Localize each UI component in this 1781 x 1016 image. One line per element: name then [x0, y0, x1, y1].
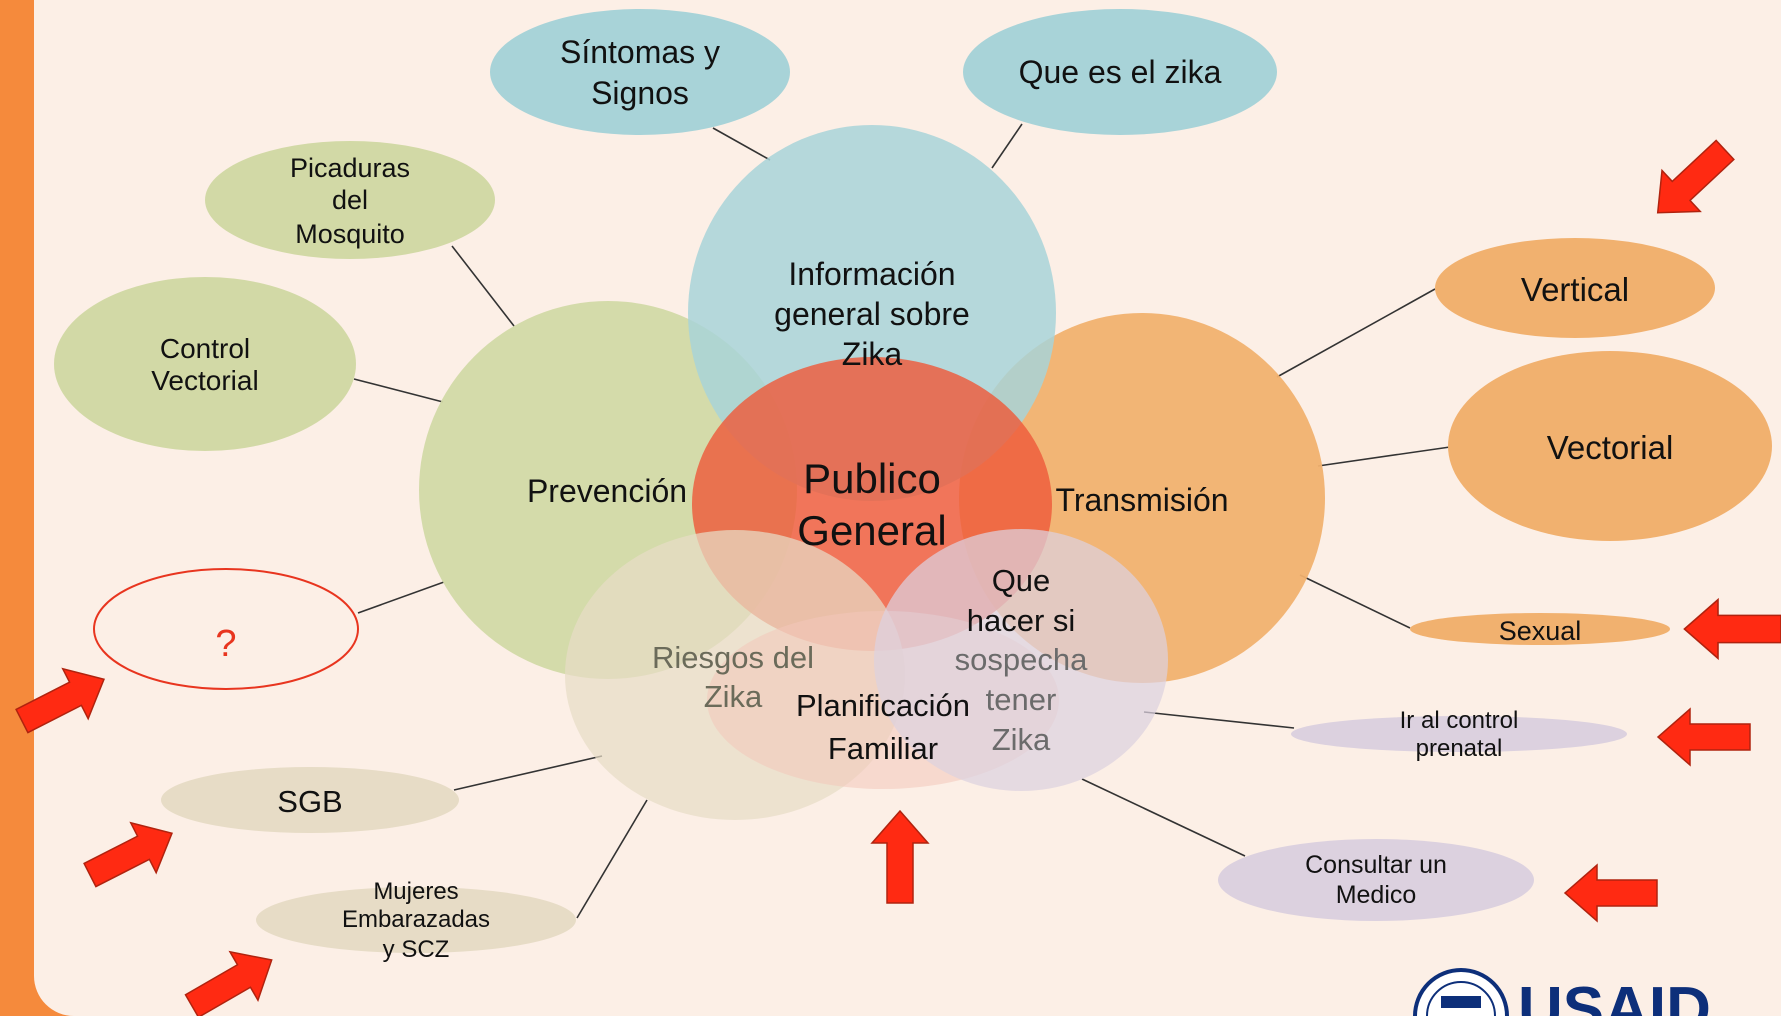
- arrow-planificacion-icon: [871, 810, 929, 904]
- usaid-wordmark: USAID: [1518, 975, 1711, 1016]
- usaid-logo: USAID: [1413, 968, 1711, 1016]
- arrow-sexual-icon: [1683, 598, 1781, 660]
- informacion-line3: Zika: [842, 336, 903, 372]
- arrow-sgb-icon: [76, 807, 186, 901]
- sintomas-line2: Signos: [591, 75, 689, 111]
- consultar-line2: Medico: [1336, 881, 1417, 909]
- mujeres-line1: Mujeres: [373, 878, 458, 905]
- sintomas-line1: Síntomas y: [560, 34, 720, 70]
- usaid-seal-icon: [1413, 968, 1509, 1016]
- line-control-vectorial: [353, 378, 444, 403]
- line-unknown: [357, 581, 445, 614]
- mujeres-line3: y SCZ: [383, 936, 450, 963]
- informacion-line1: Información: [788, 256, 955, 292]
- arrow-mujeres-icon: [177, 935, 287, 1016]
- que-es-label: Que es el zika: [1019, 54, 1222, 90]
- transmision-label: Transmisión: [1055, 482, 1228, 518]
- prevencion-label: Prevención: [527, 473, 687, 509]
- sgb-label: SGB: [277, 784, 342, 819]
- node-sintomas: [490, 9, 790, 135]
- arrow-consultar-icon: [1564, 864, 1658, 922]
- vectorial-label: Vectorial: [1547, 429, 1674, 466]
- que-hacer-line4: tener: [986, 682, 1057, 717]
- planificacion-line2: Familiar: [828, 731, 938, 766]
- control-vectorial-line2: Vectorial: [151, 365, 258, 396]
- informacion-line2: general sobre: [774, 296, 970, 332]
- node-vectorial: [1448, 351, 1772, 541]
- line-sgb: [453, 755, 603, 791]
- arrow-vertical-icon: [1637, 128, 1745, 234]
- picaduras-line1: Picaduras: [290, 153, 410, 183]
- arrow-unknown-icon: [8, 653, 118, 747]
- arrow-control-prenatal-icon: [1657, 708, 1751, 766]
- que-hacer-line2: hacer si: [967, 603, 1076, 638]
- vertical-label: Vertical: [1521, 271, 1629, 308]
- line-mujeres: [576, 799, 648, 919]
- node-vertical: [1435, 238, 1715, 338]
- line-sexual: [1299, 574, 1411, 629]
- riesgos-line1: Riesgos del: [652, 640, 814, 675]
- node-unknown: [93, 568, 359, 690]
- circle-que-hacer: [874, 529, 1168, 791]
- center-line2: General: [797, 507, 946, 554]
- planificacion-line1: Planificación: [796, 688, 970, 723]
- consultar-line1: Consultar un: [1305, 851, 1447, 879]
- line-que-es: [991, 123, 1023, 169]
- que-hacer-line1: Que: [992, 563, 1051, 598]
- sexual-label: Sexual: [1499, 616, 1582, 646]
- connector-lines: [353, 123, 1451, 919]
- node-mujeres: [256, 887, 576, 953]
- line-picaduras: [451, 245, 515, 327]
- picaduras-line2: del: [332, 185, 368, 215]
- line-consultar: [1081, 778, 1246, 857]
- control-prenatal-line2: prenatal: [1416, 735, 1503, 762]
- node-sgb: [161, 767, 459, 833]
- center-line1: Publico: [803, 455, 941, 502]
- mujeres-line2: Embarazadas: [342, 906, 490, 933]
- unknown-label: ?: [215, 623, 236, 665]
- node-sexual: [1410, 613, 1670, 645]
- line-control-prenatal: [1143, 711, 1295, 729]
- node-control-vectorial: [54, 277, 356, 451]
- node-que-es: [963, 9, 1277, 135]
- control-prenatal-line1: Ir al control: [1400, 707, 1519, 734]
- riesgos-line2: Zika: [704, 679, 763, 714]
- picaduras-line3: Mosquito: [295, 219, 405, 249]
- node-consultar: [1218, 839, 1534, 921]
- line-vectorial: [1317, 446, 1451, 467]
- que-hacer-line5: Zika: [992, 722, 1051, 757]
- line-sintomas: [712, 127, 771, 161]
- node-picaduras: [205, 141, 495, 259]
- node-control-prenatal: [1291, 716, 1627, 752]
- que-hacer-line3: sospecha: [955, 642, 1088, 677]
- line-vertical: [1276, 288, 1436, 378]
- control-vectorial-line1: Control: [160, 333, 250, 364]
